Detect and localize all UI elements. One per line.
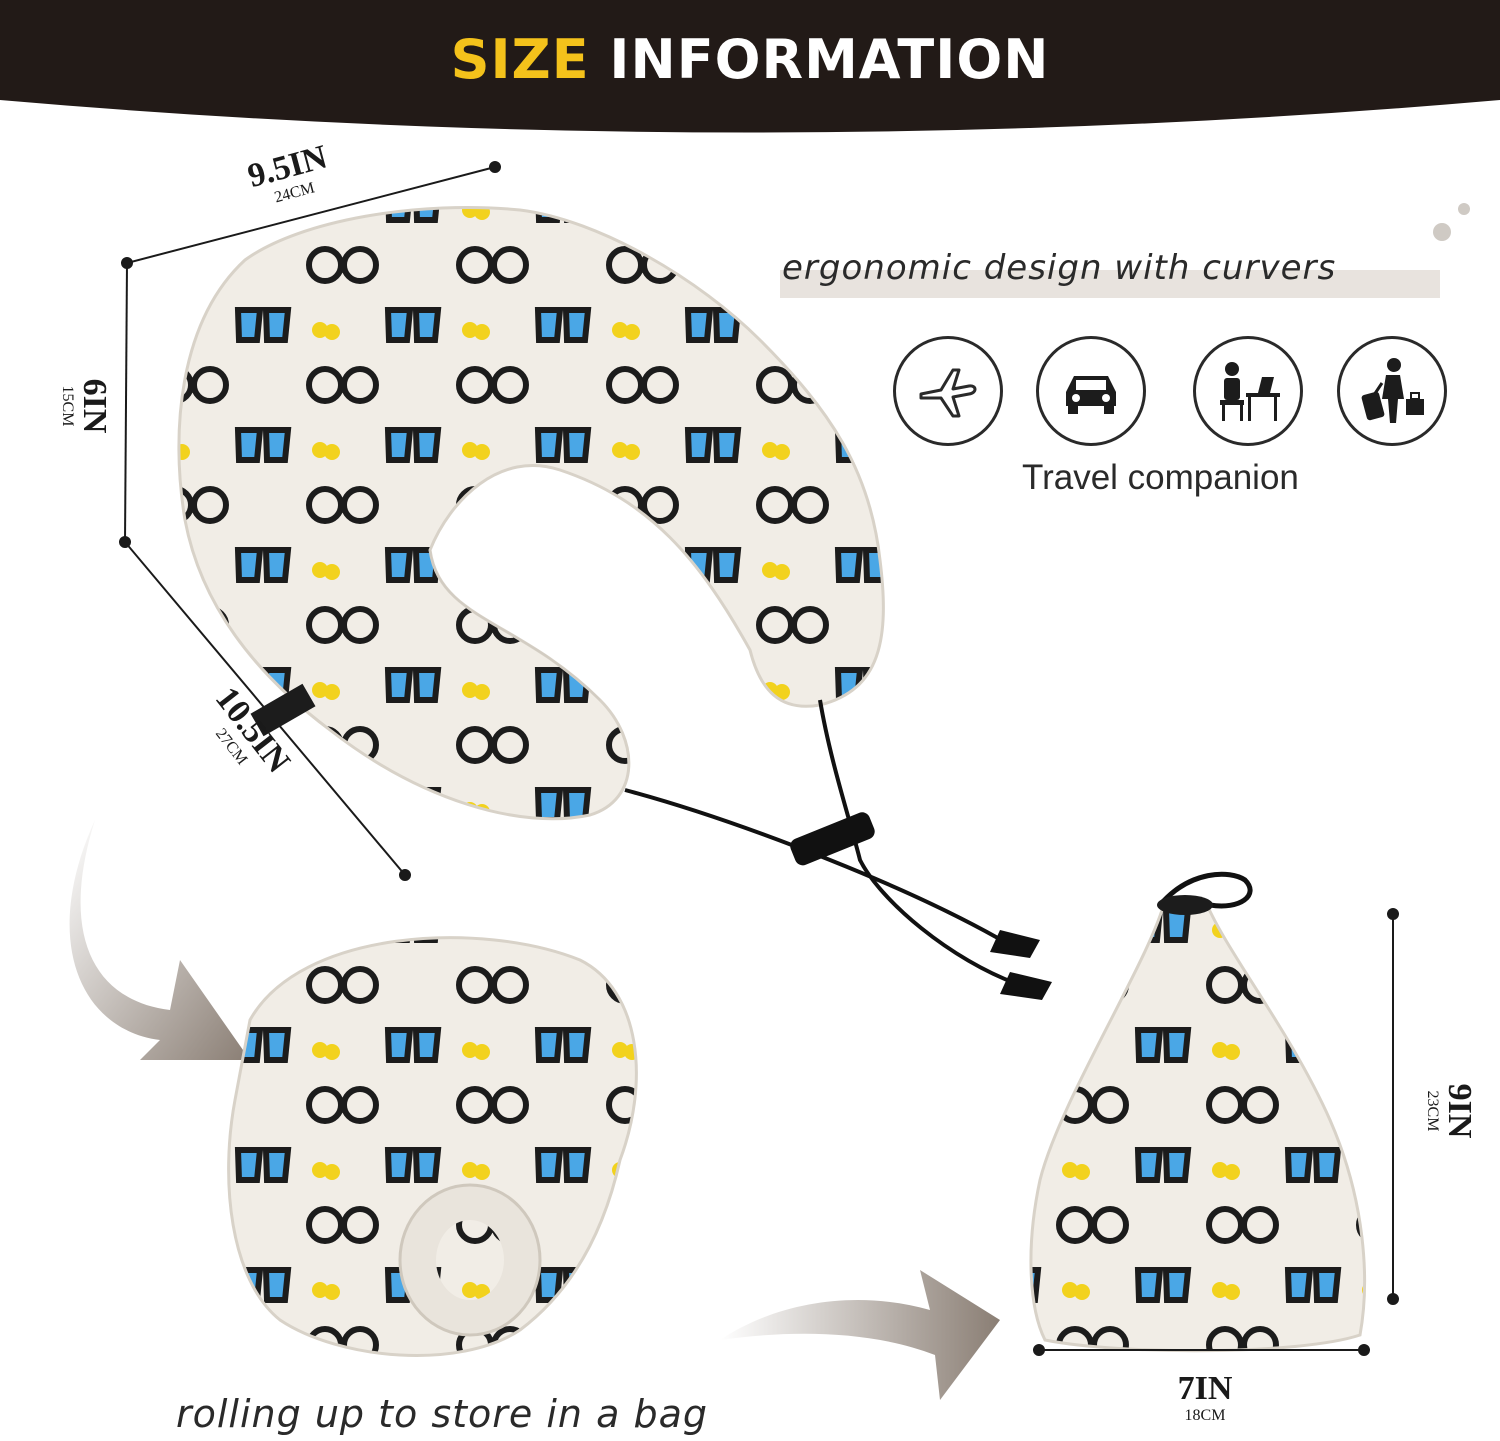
arrow-store-icon [720,1270,1000,1400]
bag-width-cm: 18CM [1184,1407,1226,1424]
decor-dot-1 [1433,223,1451,241]
height-inches: 6IN [76,378,113,434]
bag-height-label: 9IN 23CM [1424,1056,1478,1166]
neck-pillow [177,205,885,821]
dimension-lines [119,161,501,881]
car-icon [1036,336,1146,446]
header-banner: SIZE INFORMATION [0,0,1500,150]
decor-dot-2 [1458,203,1470,215]
cord-toggle [790,812,875,866]
rolled-pillow [227,936,638,1357]
title-rest: INFORMATION [609,28,1050,91]
tagline-highlight [780,270,1440,298]
airplane-icon [893,336,1003,446]
storage-bag [1029,871,1367,1353]
title-highlight: SIZE [450,28,590,91]
page-title: SIZE INFORMATION [0,28,1500,91]
banner-shape [0,0,1500,133]
cord-end-1 [990,930,1040,958]
arrow-roll-icon [69,820,250,1060]
cord-end-2 [1000,972,1052,1000]
height-label: 6IN 15CM [59,351,113,461]
bag-width-label: 7IN 18CM [1150,1372,1260,1424]
drawstring-cords [624,699,1021,987]
travel-companion-label: Travel companion [1022,458,1299,497]
feature-tagline: ergonomic design with curvers [782,248,1337,288]
height-cm: 15CM [59,385,76,427]
bag-height-inches: 9IN [1441,1083,1478,1139]
bag-height-cm: 23CM [1424,1090,1441,1132]
office-worker-icon [1193,336,1303,446]
bag-dimension-lines [1033,908,1399,1356]
bag-width-inches: 7IN [1177,1370,1233,1407]
rolling-caption: rolling up to store in a bag [176,1392,708,1436]
traveler-luggage-icon [1337,336,1447,446]
